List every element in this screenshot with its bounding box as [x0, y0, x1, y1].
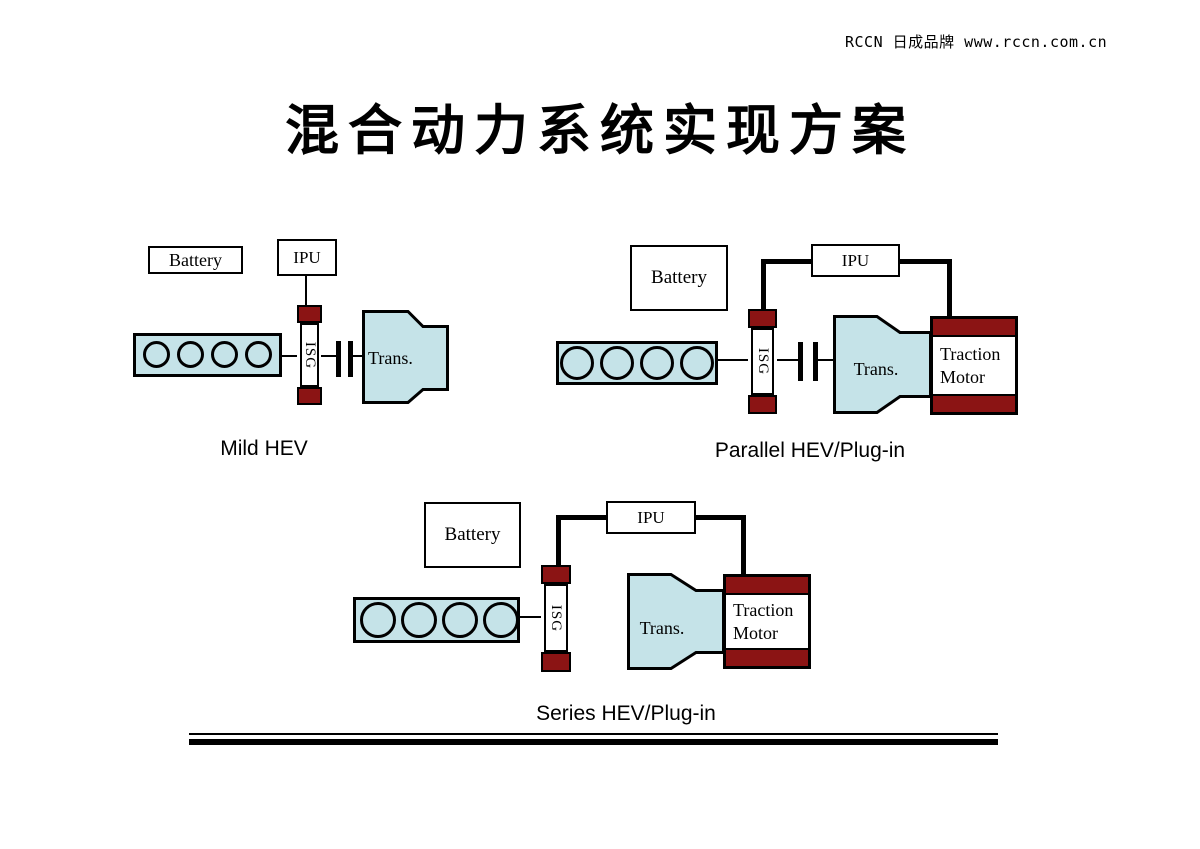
isg-label: ISG — [755, 347, 772, 376]
engine-cylinder — [401, 602, 437, 638]
ipu-box: IPU — [277, 239, 337, 276]
motor-end-cap — [726, 577, 808, 595]
ipu-to-isg-cable — [556, 515, 561, 566]
page-title: 混合动力系统实现方案 — [285, 101, 915, 161]
motor-label-line2: Motor — [733, 622, 778, 643]
clutch-bar — [813, 342, 818, 381]
clutch-bar — [336, 341, 341, 377]
isg-label: ISG — [548, 604, 565, 632]
ipu-box: IPU — [606, 501, 696, 534]
isg-cap-top — [541, 565, 571, 584]
ipu-to-motor-cable — [900, 259, 952, 264]
motor-end-cap — [933, 319, 1015, 337]
engine-block — [556, 341, 718, 385]
engine-cylinder — [680, 346, 714, 380]
engine-cylinder — [360, 602, 396, 638]
isg-label: ISG — [302, 341, 319, 369]
trans-label: Trans. — [853, 359, 899, 379]
ipu-label: IPU — [841, 250, 870, 270]
motor-label-line1: Traction — [940, 343, 1001, 364]
clutch-bar — [798, 342, 803, 381]
battery-box: Battery — [630, 245, 728, 311]
engine-cylinder — [177, 341, 204, 368]
engine-cylinder — [245, 341, 272, 368]
clutch-to-trans-shaft — [353, 355, 363, 357]
battery-box: Battery — [148, 246, 243, 274]
isg-cap-bottom — [297, 387, 322, 405]
motor-end-cap — [726, 648, 808, 666]
clutch-to-trans-shaft — [818, 359, 834, 361]
trans-label: Trans. — [368, 348, 413, 368]
ipu-to-motor-cable — [696, 515, 746, 520]
ipu-label: IPU — [293, 247, 321, 267]
motor-end-cap — [933, 394, 1015, 412]
motor-label-line1: Traction — [733, 599, 794, 620]
engine-cylinder — [211, 341, 238, 368]
engine-cylinder — [483, 602, 519, 638]
engine-cylinder — [442, 602, 478, 638]
isg-cap-bottom — [541, 652, 571, 672]
ipu-to-isg-cable — [761, 259, 766, 310]
isg-cap-bottom — [748, 395, 777, 414]
traction-motor: Traction Motor — [930, 316, 1018, 415]
motor-label-line2: Motor — [940, 366, 985, 387]
clutch-bar — [348, 341, 353, 377]
traction-motor: Traction Motor — [723, 574, 811, 669]
isg-body: ISG — [544, 584, 568, 652]
engine-to-isg-shaft — [282, 355, 297, 357]
watermark: RCCN 日成品牌 www.rccn.com.cn — [845, 33, 1108, 51]
engine-cylinder — [640, 346, 674, 380]
battery-label: Battery — [651, 267, 707, 288]
ipu-to-motor-cable — [947, 259, 952, 317]
battery-label: Battery — [169, 249, 222, 270]
ipu-label: IPU — [637, 507, 665, 527]
engine-block — [133, 333, 282, 377]
isg-body: ISG — [751, 328, 774, 395]
motor-label: Traction Motor — [726, 595, 808, 648]
ipu-to-isg-connector — [305, 276, 307, 306]
isg-cap-top — [748, 309, 777, 328]
footer-rule-thin — [189, 733, 998, 735]
engine-to-isg-shaft — [718, 359, 748, 361]
engine-cylinder — [600, 346, 634, 380]
ipu-to-isg-cable — [761, 259, 811, 264]
transmission-shape — [362, 310, 449, 404]
battery-box: Battery — [424, 502, 521, 568]
diagram-caption: Parallel HEV/Plug-in — [714, 439, 906, 462]
engine-to-isg-shaft — [520, 616, 541, 618]
ipu-box: IPU — [811, 244, 900, 277]
diagram-caption: Series HEV/Plug-in — [536, 702, 716, 725]
ipu-to-isg-cable — [556, 515, 606, 520]
motor-label: Traction Motor — [933, 337, 1015, 394]
footer-rule-thick — [189, 739, 998, 745]
isg-body: ISG — [300, 323, 319, 387]
engine-cylinder — [143, 341, 170, 368]
engine-cylinder — [560, 346, 594, 380]
engine-block — [353, 597, 520, 643]
isg-to-clutch-shaft — [777, 359, 798, 361]
battery-label: Battery — [444, 524, 501, 545]
trans-label: Trans. — [639, 618, 685, 638]
isg-to-clutch-shaft — [321, 355, 336, 357]
isg-cap-top — [297, 305, 322, 323]
diagram-caption: Mild HEV — [220, 437, 308, 460]
ipu-to-motor-cable — [741, 515, 746, 575]
